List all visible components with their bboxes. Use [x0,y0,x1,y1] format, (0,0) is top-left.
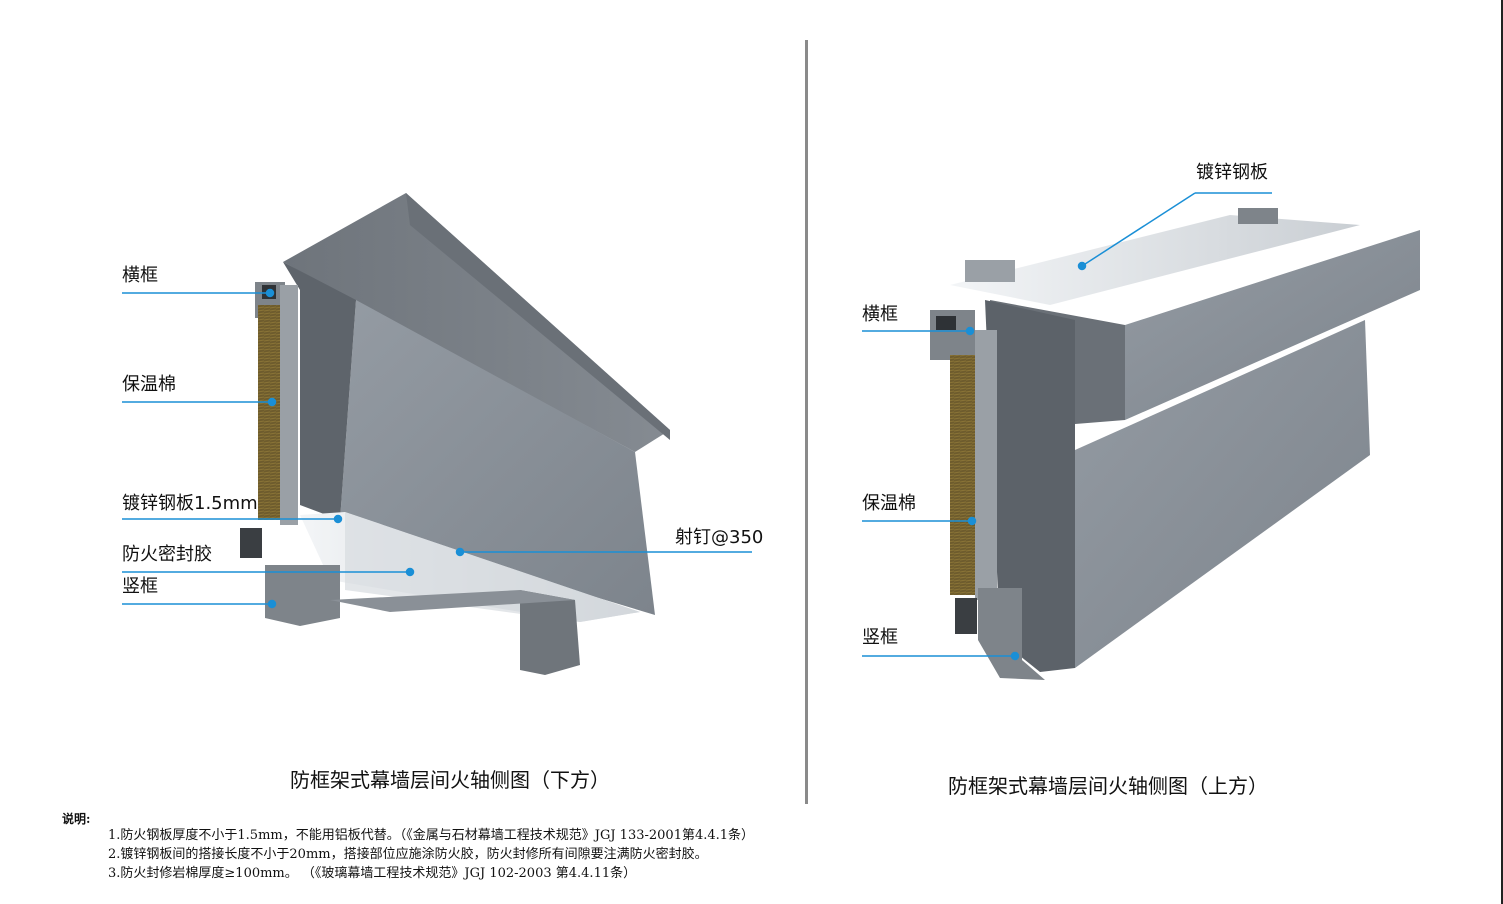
note-item: 3.防火封修岩棉厚度≥100mm。 （《玻璃幕墙工程技术规范》JGJ 102-2… [108,866,637,881]
left-mullion-lower [265,565,340,626]
label-left-nail: 射钉@350 [675,527,764,548]
left-slab-top [283,193,670,452]
left-steel-plate-edge [345,512,640,622]
left-leaders [122,288,752,609]
right-slab-face [1125,230,1420,420]
label-right-insulation: 保温棉 [862,493,916,514]
label-left-mullion: 竖框 [122,576,158,597]
right-steel-plate-top [950,215,1360,305]
label-left-galv-plate: 镀锌钢板1.5mm [122,493,258,514]
label-right-mullion: 竖框 [862,627,898,648]
left-bracket-top [330,590,575,612]
right-channel-1 [965,260,1015,282]
left-frame-strip [280,285,298,525]
page-border [1501,0,1503,904]
left-slab-upper-face [406,193,670,440]
right-insulation-wool [950,355,978,595]
right-frame-strip [975,330,997,600]
note-item: 1.防火钢板厚度不小于1.5mm，不能用铝板代替。（《金属与石材幕墙工程技术规范… [108,828,755,843]
right-leaders [862,192,1272,661]
right-channel-2 [1238,208,1278,224]
note-item: 2.镀锌钢板间的搭接长度不小于20mm，搭接部位应施涂防火胶，防火封修所有间隙要… [108,847,708,862]
left-view-title: 防框架式幕墙层间火轴侧图（下方） [290,768,610,792]
left-bracket [520,590,580,675]
right-mullion-lower [978,588,1045,680]
label-left-transom: 横框 [122,265,158,286]
right-illustration [930,208,1420,680]
label-right-transom: 横框 [862,304,898,325]
right-view-title: 防框架式幕墙层间火轴侧图（上方） [948,774,1268,798]
right-concrete-side [985,300,1075,672]
label-right-galv-plate: 镀锌钢板 [1196,162,1268,183]
label-left-fire-sealant: 防火密封胶 [122,544,212,565]
right-mullion-cap [955,598,977,634]
left-insulation-wool [258,305,280,520]
left-concrete-face [340,300,655,615]
left-mullion-cap [240,528,262,558]
view-divider [805,40,808,804]
right-transom-cap [936,316,956,330]
right-concrete-face [1075,320,1370,668]
left-concrete-side [283,262,356,520]
notes-heading: 说明: [62,812,91,826]
label-left-insulation: 保温棉 [122,374,176,395]
left-illustration [240,193,670,675]
